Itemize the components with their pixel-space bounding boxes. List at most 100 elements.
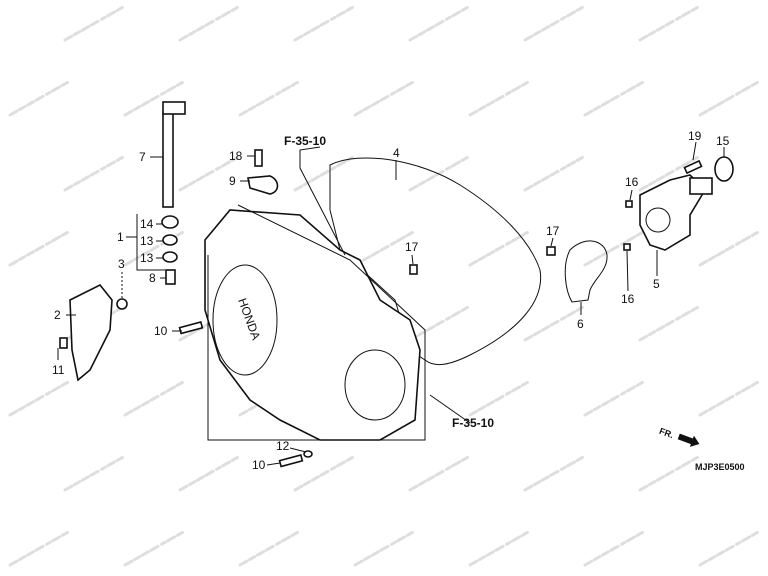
watermark-mark	[63, 454, 127, 492]
bushing-part-13a	[162, 234, 178, 246]
watermark-mark	[353, 529, 417, 567]
callout-10-lower: 10	[252, 458, 266, 472]
shift-shaft-part-7	[162, 111, 174, 208]
watermark-mark	[583, 229, 647, 267]
callout-1: 1	[117, 230, 124, 244]
callout-4: 4	[393, 146, 400, 160]
guard-part-2	[69, 283, 113, 382]
leader-lines	[57, 141, 725, 466]
clutch-cover-dome	[212, 264, 278, 376]
dowel-part-16b	[623, 243, 631, 251]
watermark-mark	[238, 529, 302, 567]
watermark-mark	[523, 4, 587, 42]
watermark-mark	[523, 304, 587, 342]
callout-16-top: 16	[625, 175, 639, 189]
bolt-part-11	[59, 337, 68, 349]
watermark-mark	[408, 454, 472, 492]
pump-housing-boss	[344, 349, 406, 421]
watermark-mark	[178, 454, 242, 492]
clutch-cover	[204, 209, 421, 441]
watermark-mark	[583, 79, 647, 117]
watermark-mark	[238, 79, 302, 117]
callout-16-bottom: 16	[621, 292, 635, 306]
watermark-mark	[178, 154, 242, 192]
callout-9: 9	[229, 174, 236, 188]
watermark-mark	[468, 229, 532, 267]
watermark-mark	[638, 154, 702, 192]
watermark-mark	[353, 79, 417, 117]
watermark-mark	[698, 529, 762, 567]
watermark-mark	[123, 529, 187, 567]
callout-8: 8	[149, 271, 156, 285]
callout-7: 7	[139, 150, 146, 164]
callout-5: 5	[653, 277, 660, 291]
bushing-part-13b	[162, 251, 178, 263]
watermark-mark	[408, 154, 472, 192]
watermark-mark	[408, 304, 472, 342]
watermark-mark	[468, 529, 532, 567]
watermark-mark	[123, 79, 187, 117]
reference-f-35-10-top: F-35-10	[284, 134, 326, 148]
callout-13-lower: 13	[140, 251, 154, 265]
watermark-mark	[698, 79, 762, 117]
callout-3: 3	[118, 257, 125, 271]
watermark-mark	[638, 304, 702, 342]
arrow-icon	[677, 433, 700, 447]
watermark-mark	[178, 4, 242, 42]
pump-outlet-pipe	[689, 177, 713, 195]
watermark-mark	[293, 454, 357, 492]
callout-12: 12	[276, 439, 290, 453]
nut-part-3	[116, 298, 128, 310]
watermark-mark	[583, 529, 647, 567]
bolt-part-10a	[178, 321, 204, 335]
watermark-mark	[8, 379, 72, 417]
callout-10-upper: 10	[154, 324, 168, 338]
front-arrow-label: FR.	[658, 426, 675, 440]
watermark-mark	[698, 229, 762, 267]
watermark-mark	[468, 379, 532, 417]
watermark-mark	[353, 229, 417, 267]
washer-part-12	[303, 450, 313, 458]
callout-18: 18	[229, 149, 243, 163]
watermark-mark	[63, 4, 127, 42]
reference-f-35-10-bottom: F-35-10	[452, 416, 494, 430]
watermark-layer	[8, 4, 762, 567]
watermark-mark	[638, 4, 702, 42]
watermark-mark	[293, 4, 357, 42]
dowel-part-16a	[625, 200, 633, 208]
water-pump-cover-part-5	[639, 174, 707, 251]
clamp-part-9	[247, 175, 279, 195]
callout-19: 19	[688, 129, 702, 143]
callout-11: 11	[52, 363, 65, 377]
watermark-mark	[523, 454, 587, 492]
o-ring-part-15	[714, 156, 734, 182]
gasket-part-4	[329, 157, 542, 366]
callout-15: 15	[716, 134, 730, 148]
watermark-mark	[523, 154, 587, 192]
assembly-outline	[207, 204, 426, 441]
dowel-part-17a	[409, 264, 418, 275]
watermark-mark	[8, 529, 72, 567]
watermark-mark	[638, 454, 702, 492]
callout-17-left: 17	[405, 240, 419, 254]
watermark-mark	[123, 379, 187, 417]
callout-6: 6	[577, 317, 584, 331]
callout-2: 2	[54, 308, 61, 322]
watermark-mark	[468, 79, 532, 117]
watermark-mark	[408, 4, 472, 42]
watermark-mark	[698, 379, 762, 417]
shift-shaft-arm	[162, 101, 186, 115]
watermark-mark	[8, 79, 72, 117]
callout-13-upper: 13	[140, 234, 154, 248]
pump-impeller	[645, 207, 671, 233]
callout-17-right: 17	[546, 224, 560, 238]
gasket-part-6	[564, 240, 608, 303]
front-arrow: FR.	[658, 426, 700, 447]
watermark-mark	[8, 229, 72, 267]
bolt-part-8	[165, 269, 176, 285]
bolt-part-10b	[278, 454, 304, 468]
callout-14: 14	[140, 217, 154, 231]
dowel-part-17b	[546, 246, 556, 256]
